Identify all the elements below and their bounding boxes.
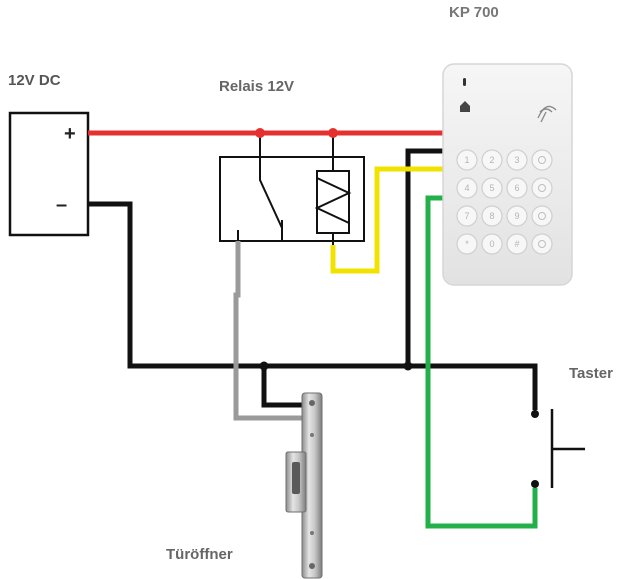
keypad-key [531, 177, 553, 199]
keypad-key-label: 5 [489, 183, 494, 193]
keypad-key: 5 [481, 177, 503, 199]
push-button [531, 409, 585, 488]
keypad-key-label: 3 [514, 155, 519, 165]
plus-terminal-label: + [64, 123, 76, 145]
junction-dot [255, 128, 265, 138]
keypad-key: 0 [481, 233, 503, 255]
opener-supply-wire [233, 241, 306, 421]
junction-dot [328, 128, 338, 138]
keypad-key: 7 [456, 205, 478, 227]
relay-control-wire [330, 166, 446, 274]
keypad-key [531, 205, 553, 227]
keypad-key: 9 [506, 205, 528, 227]
function-key-icon [538, 184, 546, 192]
keypad-key-label: 1 [464, 155, 469, 165]
function-key-icon [538, 240, 546, 248]
keypad-key [531, 149, 553, 171]
relay [219, 130, 365, 245]
junctions [255, 128, 413, 371]
keypad-key: * [456, 233, 478, 255]
keypad-key-label: * [465, 239, 469, 249]
relay-label: Relais 12V [219, 78, 295, 95]
keypad-key: # [506, 233, 528, 255]
power-supply-label: 12V DC [8, 72, 61, 89]
keypad-key: 3 [506, 149, 528, 171]
button-label: Taster [569, 365, 613, 382]
keypad-key-label: # [514, 239, 519, 249]
keypad-key-label: 0 [489, 239, 494, 249]
keypad-key-label: 6 [514, 183, 519, 193]
keypad-key-label: 4 [464, 183, 469, 193]
junction-dot [259, 361, 269, 371]
junction-dot [403, 361, 413, 371]
function-key-icon [538, 156, 546, 164]
keypad-key: 4 [456, 177, 478, 199]
function-key-icon [538, 212, 546, 220]
bell-icon [460, 101, 470, 112]
power-supply: + – [8, 111, 90, 237]
ground-wire [88, 201, 538, 410]
keypad-key-label: 9 [514, 211, 519, 221]
keypad-key: 6 [506, 177, 528, 199]
button-wire [425, 195, 538, 529]
keypad-label: KP 700 [449, 4, 499, 21]
wireless-icon [537, 105, 557, 123]
keypad-key: 1 [456, 149, 478, 171]
minus-terminal-label: – [56, 194, 67, 216]
keypad-ground-wire [405, 148, 446, 366]
keypad-key-label: 8 [489, 211, 494, 221]
keypad-key: 8 [481, 205, 503, 227]
keypad-key: 2 [481, 149, 503, 171]
keypad-key-label: 7 [464, 211, 469, 221]
opener-ground-wire [261, 366, 306, 408]
keypad-keys: 1 2 3 4 5 6 7 8 9 * 0 # [456, 149, 553, 255]
keypad-key [531, 233, 553, 255]
keypad-key-label: 2 [489, 155, 494, 165]
door-opener-device [285, 392, 323, 579]
wires [88, 130, 538, 529]
relay-coil [314, 130, 352, 245]
keypad-device: 1 2 3 4 5 6 7 8 9 * 0 # [442, 63, 573, 286]
relay-contact [259, 130, 283, 241]
door-opener-label: Türöffner [166, 546, 233, 563]
keypad-led-icon [463, 78, 466, 86]
